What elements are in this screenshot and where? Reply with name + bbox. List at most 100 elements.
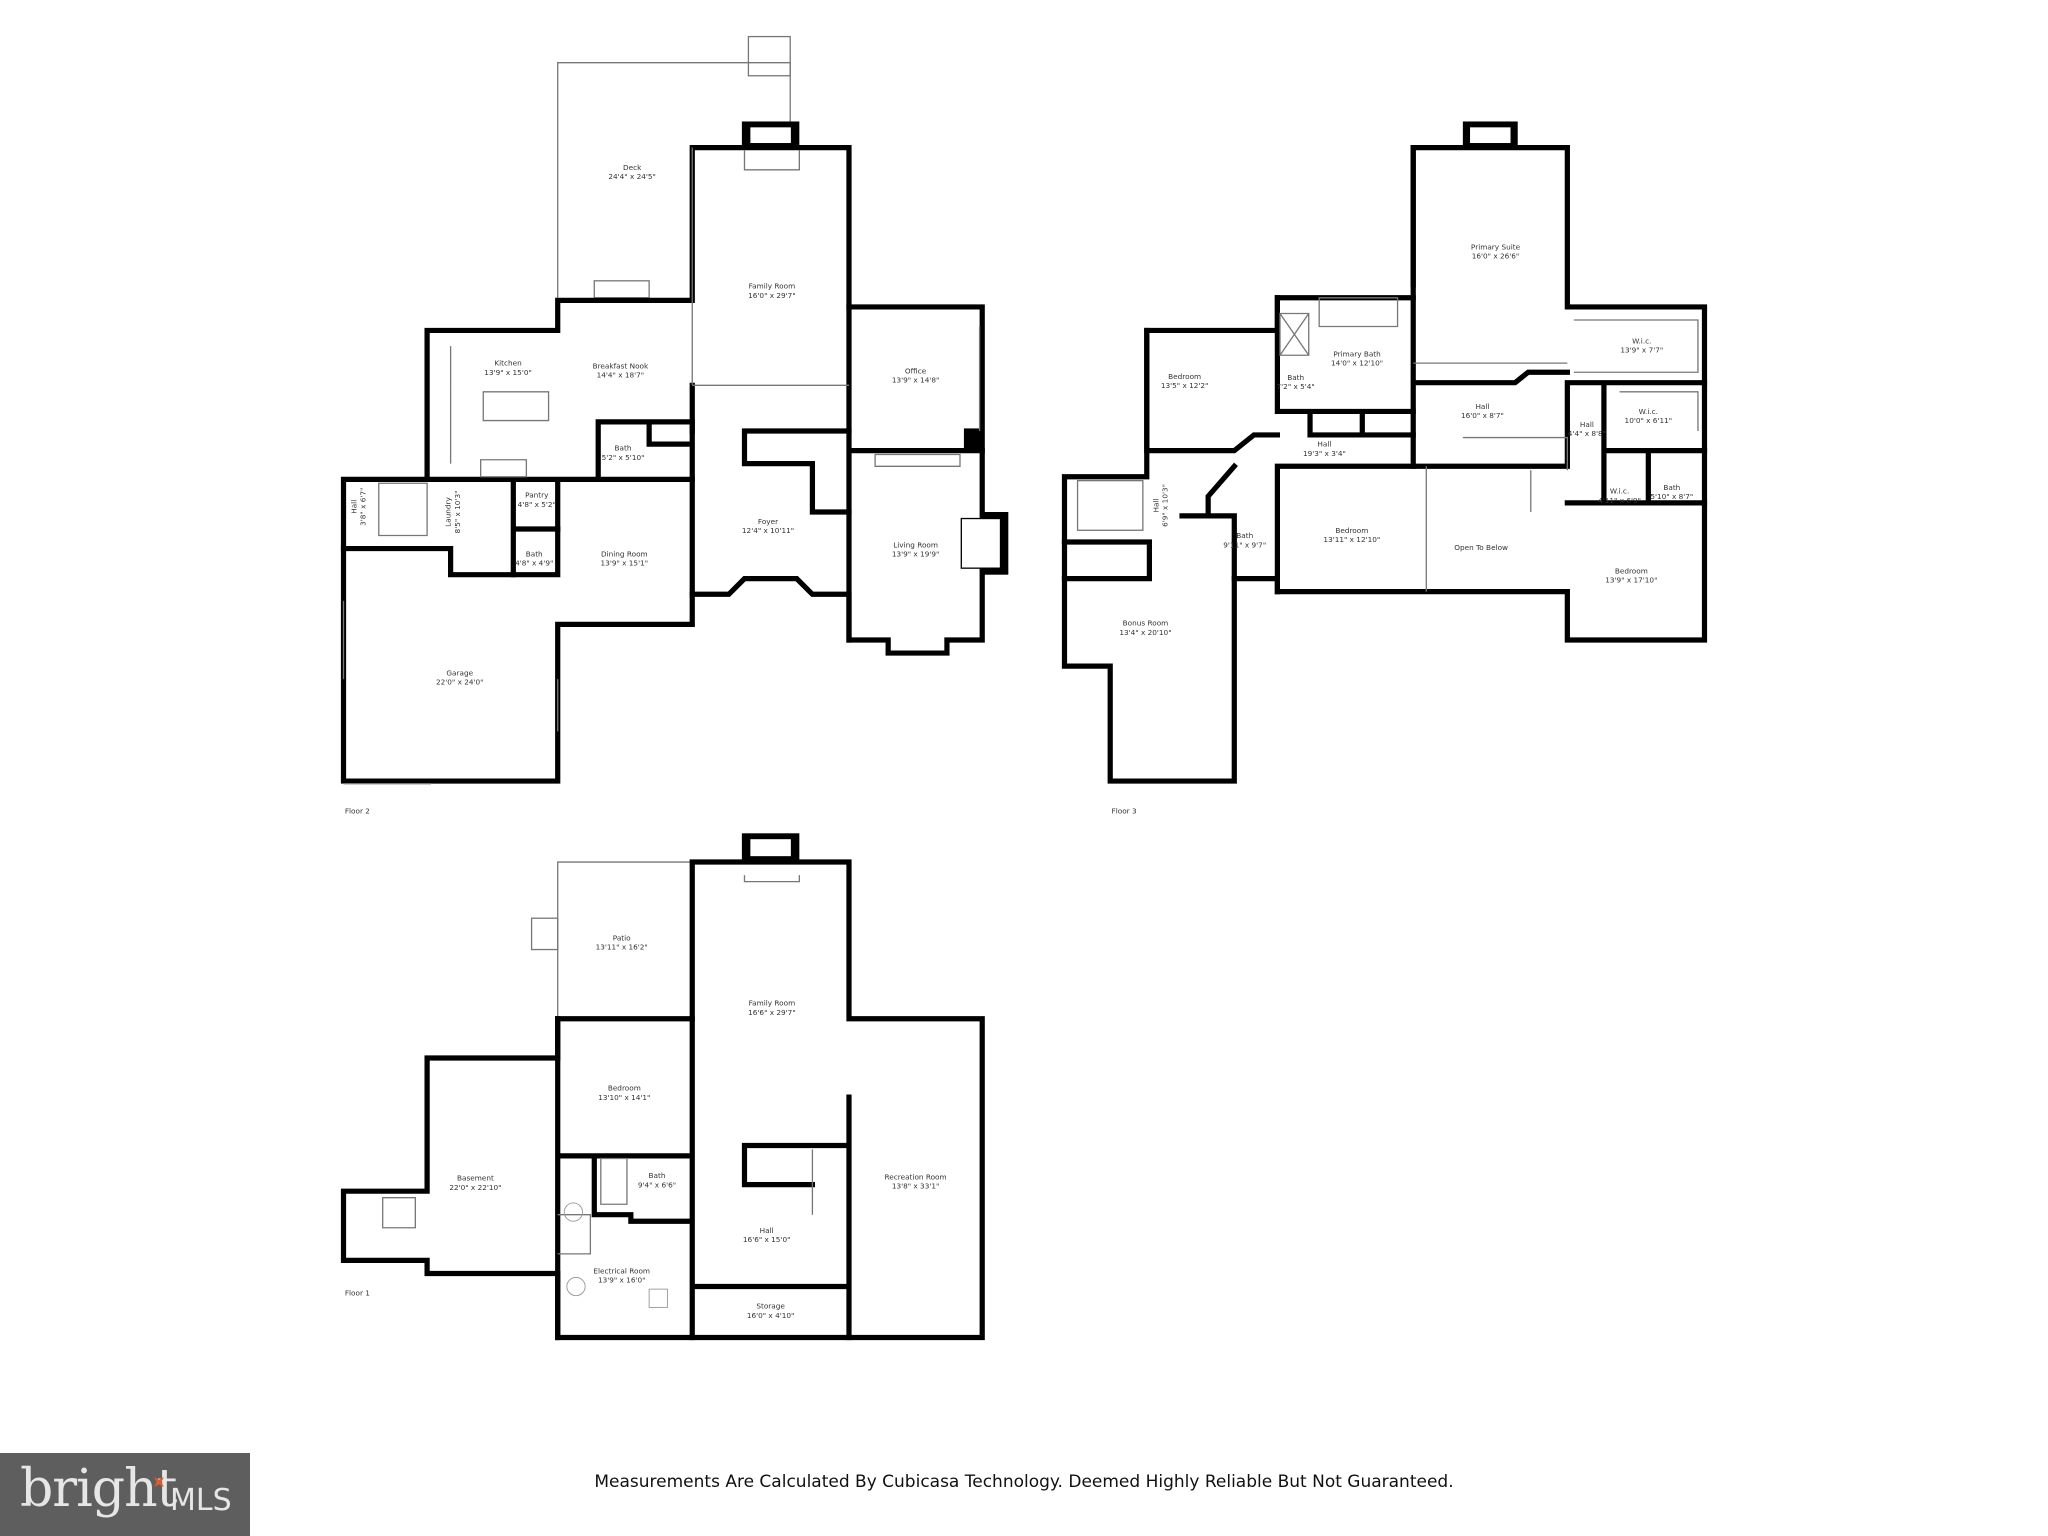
svg-text:Hall: Hall [760,1226,774,1235]
room-label: W.i.c.10'0" x 6'11" [1625,407,1673,425]
svg-text:5'2" x 5'10": 5'2" x 5'10" [602,453,645,462]
svg-text:13'9" x 17'10": 13'9" x 17'10" [1605,576,1657,585]
deck-bench [593,280,650,299]
svg-text:4'11" x 6'9": 4'11" x 6'9" [1598,496,1641,505]
svg-text:9'11" x 9'7": 9'11" x 9'7" [1223,540,1266,549]
svg-text:Bedroom: Bedroom [608,1084,641,1093]
svg-text:Garage: Garage [446,668,473,677]
svg-text:13'9" x 19'9": 13'9" x 19'9" [892,549,940,558]
svg-text:Recreation Room: Recreation Room [885,1172,947,1181]
svg-text:16'6" x 29'7": 16'6" x 29'7" [748,1008,796,1017]
svg-text:W.i.c.: W.i.c. [1639,407,1658,416]
patio-outline [557,861,693,1019]
svg-text:14'4" x 18'7": 14'4" x 18'7" [597,370,645,379]
svg-text:Open To Below: Open To Below [1454,543,1508,552]
svg-text:24'4" x 24'5": 24'4" x 24'5" [608,172,656,181]
svg-text:16'6" x 15'0": 16'6" x 15'0" [743,1235,791,1244]
svg-text:4'4" x 8'8": 4'4" x 8'8" [1568,429,1606,438]
svg-text:Electrical Room: Electrical Room [593,1266,650,1275]
svg-text:Dining Room: Dining Room [601,549,648,558]
svg-text:Bath: Bath [1663,483,1680,492]
floor-3-plan: Floor 3 [1061,121,1708,816]
floor-2-walls [340,144,985,784]
svg-text:Bath: Bath [1287,373,1304,382]
svg-text:Hall: Hall [1317,440,1331,449]
svg-text:Primary Bath: Primary Bath [1333,350,1380,359]
svg-text:Bedroom: Bedroom [1335,526,1368,535]
svg-text:Hall: Hall [350,500,359,514]
svg-text:Hall: Hall [1580,420,1594,429]
svg-text:13'10" x 14'1": 13'10" x 14'1" [598,1093,650,1102]
svg-text:5'10" x 8'7": 5'10" x 8'7" [1650,492,1693,501]
svg-text:7'2" x 5'4": 7'2" x 5'4" [1277,382,1315,391]
svg-text:Bath: Bath [615,444,632,453]
svg-text:Family Room: Family Room [749,999,796,1008]
svg-text:Hall: Hall [1475,402,1489,411]
svg-text:Primary Suite: Primary Suite [1471,242,1521,251]
svg-text:13'11" x 16'2": 13'11" x 16'2" [596,943,648,952]
svg-text:Laundry: Laundry [444,496,453,526]
svg-text:12'4" x 10'11": 12'4" x 10'11" [742,526,794,535]
svg-text:W.i.c.: W.i.c. [1632,337,1651,346]
floor-3-label: Floor 3 [1112,807,1137,816]
svg-text:Family Room: Family Room [749,282,796,291]
svg-text:13'9" x 15'1": 13'9" x 15'1" [601,559,649,568]
disclaimer-text: Measurements Are Calculated By Cubicasa … [594,1472,1454,1492]
svg-text:10'0" x 6'11": 10'0" x 6'11" [1625,416,1673,425]
room-label: Open To Below [1454,543,1508,552]
bright-mls-logo: bright MLS [0,1453,250,1536]
svg-text:13'9" x 14'8": 13'9" x 14'8" [892,376,940,385]
svg-text:22'0" x 24'0": 22'0" x 24'0" [436,677,484,686]
svg-text:13'9" x 7'7": 13'9" x 7'7" [1620,346,1663,355]
floor-2-plan: Floor 2 [340,35,1009,816]
svg-text:Breakfast Nook: Breakfast Nook [593,361,649,370]
deck-outline [557,62,791,298]
svg-text:4'8" x 5'2": 4'8" x 5'2" [518,500,556,509]
svg-text:9'4" x 6'6": 9'4" x 6'6" [638,1180,676,1189]
svg-text:13'9" x 15'0": 13'9" x 15'0" [484,368,532,377]
svg-text:Bath: Bath [1236,531,1253,540]
svg-text:13'5" x 12'2": 13'5" x 12'2" [1161,381,1209,390]
room-label: W.i.c.13'9" x 7'7" [1620,337,1663,355]
svg-text:Basement: Basement [457,1174,494,1183]
svg-text:16'0" x 29'7": 16'0" x 29'7" [748,291,796,300]
svg-text:3'8" x 6'7": 3'8" x 6'7" [359,488,368,526]
svg-text:Patio: Patio [613,933,631,942]
svg-text:Storage: Storage [756,1302,785,1311]
svg-text:Bedroom: Bedroom [1615,566,1648,575]
svg-text:Kitchen: Kitchen [494,359,521,368]
logo-suffix: MLS [170,1483,232,1518]
svg-text:14'0" x 12'10": 14'0" x 12'10" [1331,359,1383,368]
room-label: W.i.c.4'11" x 6'9" [1598,487,1641,505]
svg-text:22'0" x 22'10": 22'0" x 22'10" [449,1183,501,1192]
svg-text:16'0" x 26'6": 16'0" x 26'6" [1472,252,1520,261]
